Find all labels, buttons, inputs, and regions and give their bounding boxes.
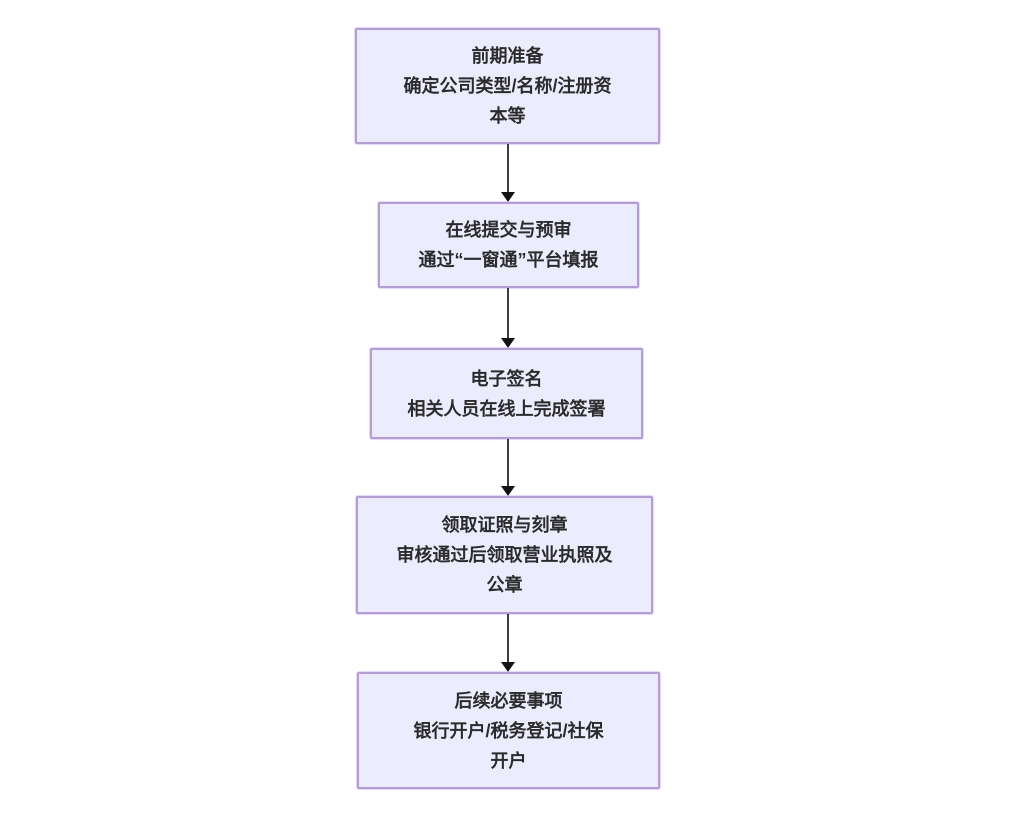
flow-arrow-3 (501, 439, 515, 496)
flow-arrow-4 (501, 614, 515, 672)
flow-node-license-and-seal: 领取证照与刻章 审核通过后领取营业执照及公章 (356, 496, 653, 614)
flow-node-e-signature: 电子签名 相关人员在线上完成签署 (370, 348, 643, 439)
flow-arrow-1 (501, 144, 515, 202)
node-title: 后续必要事项 (454, 690, 563, 711)
node-subtitle: 银行开户/税务登记/社保开户 (413, 720, 604, 771)
arrow-line (507, 614, 509, 662)
node-title: 前期准备 (471, 46, 544, 66)
arrow-line (507, 288, 509, 338)
flow-node-follow-up-matters: 后续必要事项 银行开户/税务登记/社保开户 (357, 672, 660, 789)
arrowhead-down-icon (501, 192, 515, 202)
node-title: 领取证照与刻章 (441, 515, 568, 535)
arrowhead-down-icon (501, 486, 515, 496)
node-subtitle: 相关人员在线上完成签署 (407, 398, 606, 419)
flow-node-online-submission: 在线提交与预审 通过“一窗通”平台填报 (378, 202, 639, 288)
arrowhead-down-icon (501, 662, 515, 672)
node-subtitle: 确定公司类型/名称/注册资本等 (403, 76, 612, 126)
node-title: 在线提交与预审 (445, 220, 572, 240)
arrow-line (507, 439, 509, 486)
arrow-line (507, 144, 509, 192)
node-subtitle: 审核通过后领取营业执照及公章 (396, 545, 613, 595)
flow-arrow-2 (501, 288, 515, 348)
arrowhead-down-icon (501, 338, 515, 348)
node-title: 电子签名 (470, 368, 543, 389)
flow-node-preparation: 前期准备 确定公司类型/名称/注册资本等 (355, 28, 660, 144)
node-subtitle: 通过“一窗通”平台填报 (418, 250, 599, 270)
